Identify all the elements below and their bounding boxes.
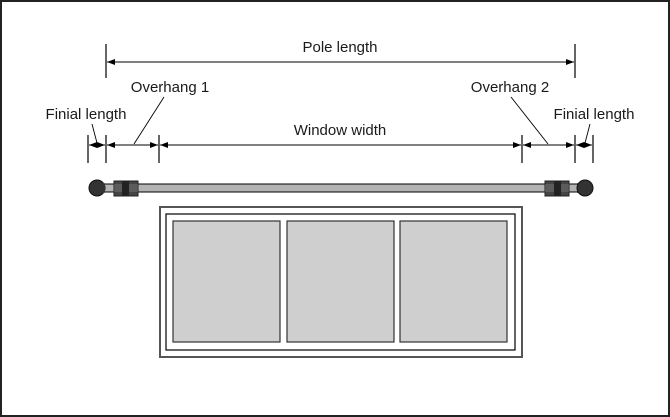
window-width-label: Window width [294,122,387,139]
overhang-1-leader [133,96,165,145]
finial-length-right-label: Finial length [554,106,635,123]
pole-rod [103,183,579,193]
window-pane-3 [399,220,508,343]
window [159,206,523,358]
finial-left-neck [102,183,105,193]
finial-length-left-label: Finial length [46,106,127,123]
finial-right-icon [576,179,594,197]
finial-left-leader [91,123,98,144]
window-pane-1 [172,220,281,343]
overhang-1-label: Overhang 1 [131,79,209,96]
measurement-extension-lines [87,135,594,163]
curtain-pole [88,179,594,197]
bracket-left-stem [122,181,129,196]
overhang-2-leader [510,96,549,145]
pole-length-dimension: Pole length [105,39,576,78]
overhang-2-label: Overhang 2 [471,79,549,96]
pole-length-label: Pole length [302,39,377,56]
finial-right-leader [584,123,591,144]
bracket-right-stem [554,181,561,196]
window-pane-2 [286,220,395,343]
